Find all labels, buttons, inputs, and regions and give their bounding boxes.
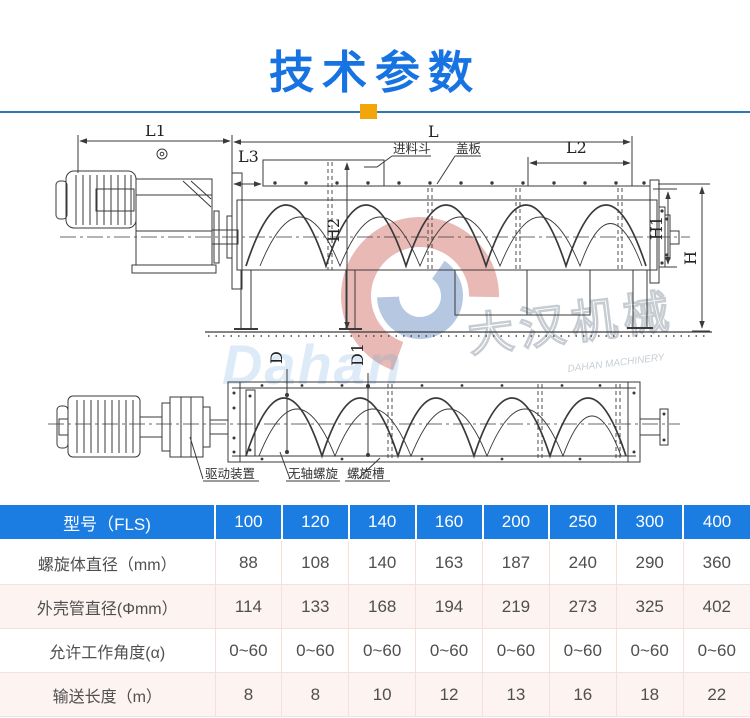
model-header-cell: 200: [482, 505, 551, 541]
spec-cell: 0~60: [548, 628, 617, 673]
callout-drive-unit: 驱动装置: [205, 467, 255, 481]
trough-bolt-dots: [232, 384, 666, 461]
dim-label-l2: L2: [566, 138, 587, 157]
page-title: 技术参数: [268, 47, 481, 98]
model-header-cell: 300: [616, 505, 685, 541]
callout-cover-plate: 盖板: [456, 142, 482, 156]
conveyor-trough-top: [231, 159, 680, 330]
spec-cell: 8: [214, 672, 283, 717]
dim-label-h: H: [681, 251, 700, 265]
spec-cell: 88: [214, 539, 283, 585]
spec-cell: 0~60: [281, 628, 350, 673]
spec-cell: 8: [281, 672, 350, 717]
spec-cell: 133: [281, 584, 350, 629]
spec-row-label: 允许工作角度(α): [0, 628, 216, 673]
spec-cell: 360: [682, 539, 750, 585]
spec-cell: 402: [682, 584, 750, 629]
spec-cell: 163: [415, 539, 483, 585]
dim-label-l3: L3: [238, 147, 259, 166]
spec-cell: 219: [482, 584, 550, 629]
callout-feed-hopper: 进料斗: [393, 142, 431, 156]
spec-cell: 0~60: [615, 628, 684, 673]
screw-spiral-bottom: [48, 397, 680, 459]
technical-drawing: Dahan 大汉机械 DAHAN MACHINERY: [48, 125, 712, 482]
spec-cell: 290: [615, 539, 684, 585]
spec-cell: 16: [548, 672, 617, 717]
model-header-cell: 140: [348, 505, 417, 541]
ground-line: [205, 331, 712, 337]
feed-hopper-box: [262, 159, 385, 187]
dimension-lines-top: [77, 135, 710, 332]
spec-cell: 13: [482, 672, 550, 717]
spec-cell: 0~60: [214, 628, 283, 673]
spec-cell: 0~60: [682, 628, 750, 673]
callout-shaftless-spiral: 无轴螺旋: [288, 466, 339, 481]
dim-label-h2: H2: [324, 218, 343, 242]
callout-leaders-bottom: [189, 436, 390, 482]
callout-spiral-trough: 螺旋槽: [347, 467, 385, 481]
watermark-sub-text: DAHAN MACHINERY: [567, 352, 666, 375]
dim-label-d: D: [267, 351, 286, 364]
model-header-cell: 250: [549, 505, 618, 541]
model-header-cell: 160: [415, 505, 484, 541]
spec-cell: 0~60: [415, 628, 483, 673]
spec-cell: 18: [615, 672, 684, 717]
drive-motor-top: [55, 148, 239, 274]
spec-cell: 22: [682, 672, 750, 717]
dim-label-d1: D1: [348, 343, 367, 366]
conveyor-trough-bottom: [227, 381, 669, 463]
dim-label-l: L: [428, 125, 439, 141]
divider-accent-square: [360, 104, 377, 119]
spec-cell: 108: [281, 539, 350, 585]
spec-header-label: 型号（FLS): [0, 505, 216, 541]
spec-cell: 0~60: [482, 628, 550, 673]
dim-label-h1: H1: [647, 216, 666, 240]
spec-cell: 273: [548, 584, 617, 629]
dimension-dots: [285, 384, 370, 457]
spec-cell: 168: [348, 584, 417, 629]
spec-cell: 0~60: [348, 628, 417, 673]
spec-cell: 194: [415, 584, 483, 629]
spec-cell: 12: [415, 672, 483, 717]
model-header-cell: 100: [215, 505, 283, 541]
watermark-en-text: Dahan: [222, 333, 403, 396]
top-view: L1 L L3 L2 H2 H1 H 进料斗 盖板: [55, 125, 712, 337]
spec-cell: 114: [214, 584, 283, 629]
spec-row-label: 外壳管直径(Φmm）: [0, 584, 216, 629]
spec-cell: 140: [348, 539, 417, 585]
spec-row-label: 输送长度（m）: [0, 672, 216, 717]
spec-row-label: 螺旋体直径（mm）: [0, 539, 216, 585]
spec-cell: 187: [482, 539, 550, 585]
spec-cell: 325: [615, 584, 684, 629]
bottom-view: D D1 驱动装置 无轴螺旋 螺旋槽: [48, 343, 680, 482]
model-header-cell: 120: [281, 505, 350, 541]
dim-label-l1: L1: [145, 125, 166, 140]
spec-cell: 240: [548, 539, 617, 585]
spec-cell: 10: [348, 672, 417, 717]
drive-motor-bottom: [56, 395, 229, 458]
discharge-box: [454, 269, 591, 316]
callout-leaders-top: [364, 155, 481, 185]
screw-spiral-top: [60, 204, 690, 269]
model-header-cell: 400: [683, 505, 750, 541]
